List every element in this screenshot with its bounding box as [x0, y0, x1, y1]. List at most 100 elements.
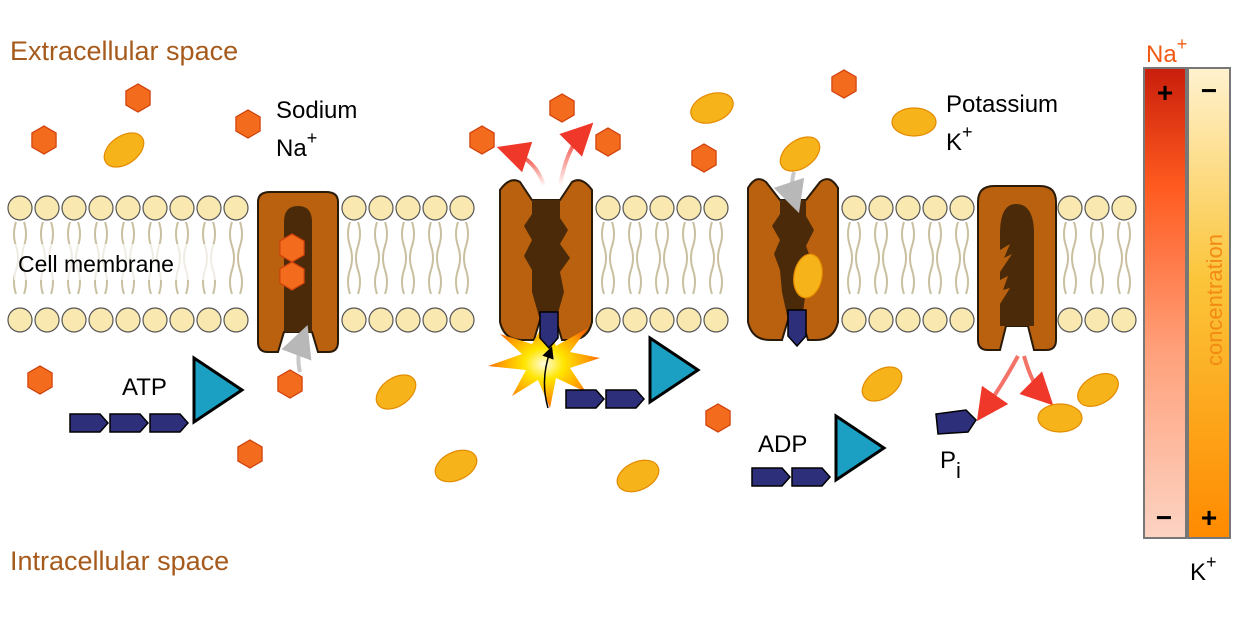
phosphate-group: [791, 467, 832, 487]
lipid-head-outer: [422, 195, 448, 221]
lipid-tail: [463, 221, 469, 295]
pumps: [257, 178, 1057, 353]
lipid-tail: [428, 221, 434, 295]
lipid-head-inner: [595, 307, 621, 333]
lipid-tail: [455, 221, 461, 295]
lipid-head-outer: [868, 195, 894, 221]
potassium-ion: [891, 107, 937, 137]
arrows: [281, 122, 1054, 422]
lipid-head-inner: [676, 307, 702, 333]
inorganic-phosphate: [935, 409, 977, 435]
lipid-head-inner: [649, 307, 675, 333]
lipid-head-outer: [622, 195, 648, 221]
adenosine-triangle: [192, 355, 245, 425]
lipid-tail: [355, 221, 361, 295]
phosphate-group: [605, 389, 646, 409]
potassium-name-label: Potassium: [946, 91, 1058, 118]
lipid-head-outer: [341, 195, 367, 221]
lipid-tail: [409, 221, 415, 295]
lipid-head-outer: [841, 195, 867, 221]
sodium-ion: [549, 93, 575, 123]
lipid-tail: [636, 221, 642, 295]
cell-membrane: [7, 195, 1137, 333]
lipid-head-outer: [649, 195, 675, 221]
potassium-gradient-bar: [1187, 67, 1231, 539]
lipid-tail: [628, 221, 634, 295]
lipid-head-inner: [1111, 307, 1137, 333]
lipid-tail: [401, 221, 407, 295]
potassium-symbol-label: K+: [946, 122, 973, 156]
sodium-ion: [31, 125, 57, 155]
lipid-tail: [928, 221, 934, 295]
sodium-symbol-label: Na+: [276, 128, 317, 162]
molecules: [69, 335, 977, 487]
lipid-head-outer: [949, 195, 975, 221]
lipid-head-inner: [88, 307, 114, 333]
lipid-tail: [1063, 221, 1069, 295]
lipid-tail: [436, 221, 442, 295]
lipid-head-inner: [368, 307, 394, 333]
lipid-head-outer: [395, 195, 421, 221]
potassium-ions: [103, 92, 1119, 493]
lipid-head-inner: [895, 307, 921, 333]
phosphate-label: Pi: [940, 447, 961, 483]
lipid-head-outer: [703, 195, 729, 221]
potassium-ion: [690, 92, 734, 124]
potassium-ion: [779, 136, 821, 172]
lipid-tail: [1125, 221, 1131, 295]
phosphate-group: [565, 389, 606, 409]
lipid-head-outer: [595, 195, 621, 221]
lipid-head-outer: [368, 195, 394, 221]
potassium-ion: [1077, 373, 1119, 407]
lipid-head-inner: [395, 307, 421, 333]
potassium-ion: [434, 449, 478, 483]
lipid-head-inner: [341, 307, 367, 333]
lipid-tail: [709, 221, 715, 295]
k-low-sign: −: [1201, 75, 1217, 106]
lipid-tail: [374, 221, 380, 295]
lipid-tail: [237, 221, 243, 295]
lipid-head-inner: [1084, 307, 1110, 333]
lipid-head-outer: [895, 195, 921, 221]
sodium-name-label: Sodium: [276, 97, 357, 124]
lipid-tail: [882, 221, 888, 295]
atp-label: ATP: [122, 374, 167, 401]
lipid-tail: [1098, 221, 1104, 295]
bound-phosphates: [539, 309, 807, 350]
lipid-head-outer: [169, 195, 195, 221]
potassium-ion: [375, 374, 417, 410]
phosphate-group: [69, 413, 110, 433]
na-high-sign: +: [1157, 77, 1173, 108]
lipid-head-inner: [7, 307, 33, 333]
lipid-tail: [1117, 221, 1123, 295]
sodium-ion: [705, 403, 731, 433]
adenosine-triangle: [834, 413, 887, 483]
na-low-sign: −: [1156, 502, 1172, 533]
pump-state-4: [977, 185, 1057, 351]
lipid-tail: [229, 221, 235, 295]
lipid-tail: [1071, 221, 1077, 295]
lipid-tail: [347, 221, 353, 295]
concentration-label: concentration: [1202, 234, 1227, 366]
sodium-ion: [125, 83, 151, 113]
lipid-tail: [847, 221, 853, 295]
lipid-head-inner: [169, 307, 195, 333]
phosphate-group: [751, 467, 792, 487]
atp-molecule: [69, 355, 245, 433]
lipid-head-outer: [88, 195, 114, 221]
phosphate-group: [109, 413, 150, 433]
membrane-label-backdrop: [14, 244, 226, 280]
lipid-head-inner: [868, 307, 894, 333]
gradient-na-label: Na+: [1146, 34, 1187, 68]
lipid-tail: [874, 221, 880, 295]
lipid-head-inner: [703, 307, 729, 333]
potassium-ion: [616, 459, 660, 493]
lipid-head-outer: [196, 195, 222, 221]
lipid-head-outer: [223, 195, 249, 221]
lipid-head-inner: [422, 307, 448, 333]
sodium-ion: [469, 125, 495, 155]
lipid-tail: [955, 221, 961, 295]
lipid-head-inner: [223, 307, 249, 333]
